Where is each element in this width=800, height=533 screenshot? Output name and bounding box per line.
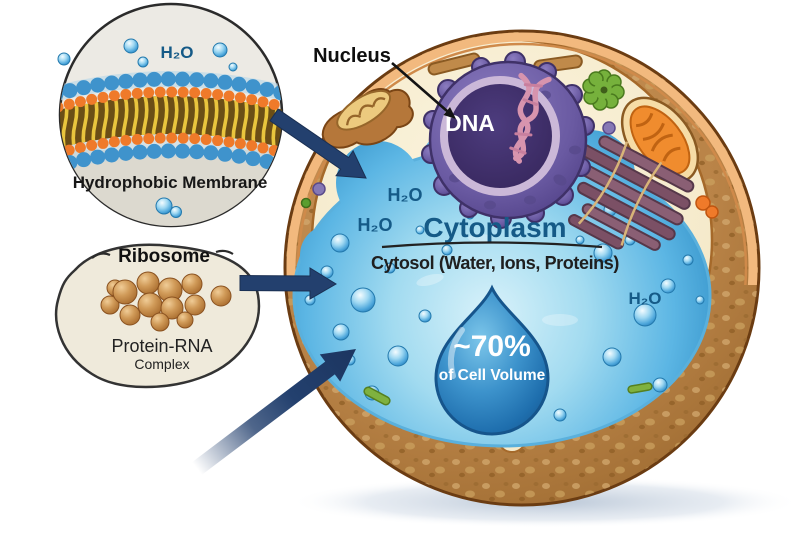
water-entry-arrow-icon [190, 349, 356, 477]
nuclear-envelope [440, 76, 560, 196]
membrane-inset: H₂O Hydrophobic Membrane [57, 2, 284, 228]
ribosome-caption-line1: Protein-RNA [111, 336, 212, 356]
cytoplasm-title: Cytoplasm [423, 212, 566, 243]
membrane-caption: Hydrophobic Membrane [73, 173, 268, 192]
lipid-tails [60, 96, 282, 149]
green-rod-organelles [363, 382, 653, 406]
small-vesicle-dots [300, 121, 719, 219]
endoplasmic-reticulum-organelle [321, 87, 414, 149]
lipid-heads-blue-top [60, 71, 282, 102]
lipid-heads-blue-bottom [60, 143, 282, 174]
lipid-heads-orange-top [60, 86, 282, 113]
cytosol-labels: H₂O H₂O H₂O Cytoplasm Cytosol (Water, Io… [358, 185, 662, 308]
ribosome-spheres [100, 271, 232, 332]
ribosome-inset: Ribosome Protein-RNA Complex [54, 243, 261, 389]
water-label-3: H₂O [628, 289, 661, 308]
inset-water-label: H₂O [160, 43, 193, 62]
nucleus-pointer-line [391, 62, 448, 112]
green-vesicle-organelle [582, 69, 625, 111]
nucleus-label: Nucleus [313, 45, 391, 67]
nucleus-pointer-head-icon [443, 107, 456, 119]
pointer-arrows [190, 62, 456, 477]
drop-caption: of Cell Volume [439, 367, 546, 384]
cell: DNA H₂O H₂O H₂O Cytoplasm Cytosol (Water… [283, 29, 761, 507]
water-label-2: H₂O [358, 215, 393, 235]
dna-helix [509, 72, 552, 164]
fraction-line [381, 241, 603, 249]
water-droplets [57, 38, 238, 218]
drop-percent: ~70% [453, 330, 531, 363]
water-drop: ~70% of Cell Volume [434, 284, 550, 436]
ribosome-title: Ribosome [118, 246, 210, 267]
nucleus: DNA [421, 51, 595, 229]
golgi-apparatus [568, 135, 695, 251]
ribosome-arrow-icon [239, 267, 337, 300]
water-label-1: H₂O [388, 185, 423, 205]
membrane-arrow-icon [269, 108, 367, 179]
nucleus-dimples [449, 90, 581, 210]
lipid-heads-orange-bottom [60, 132, 282, 159]
cytosol-subtitle: Cytosol (Water, Ions, Proteins) [371, 253, 619, 273]
ribosome-caption-line2: Complex [134, 356, 189, 372]
